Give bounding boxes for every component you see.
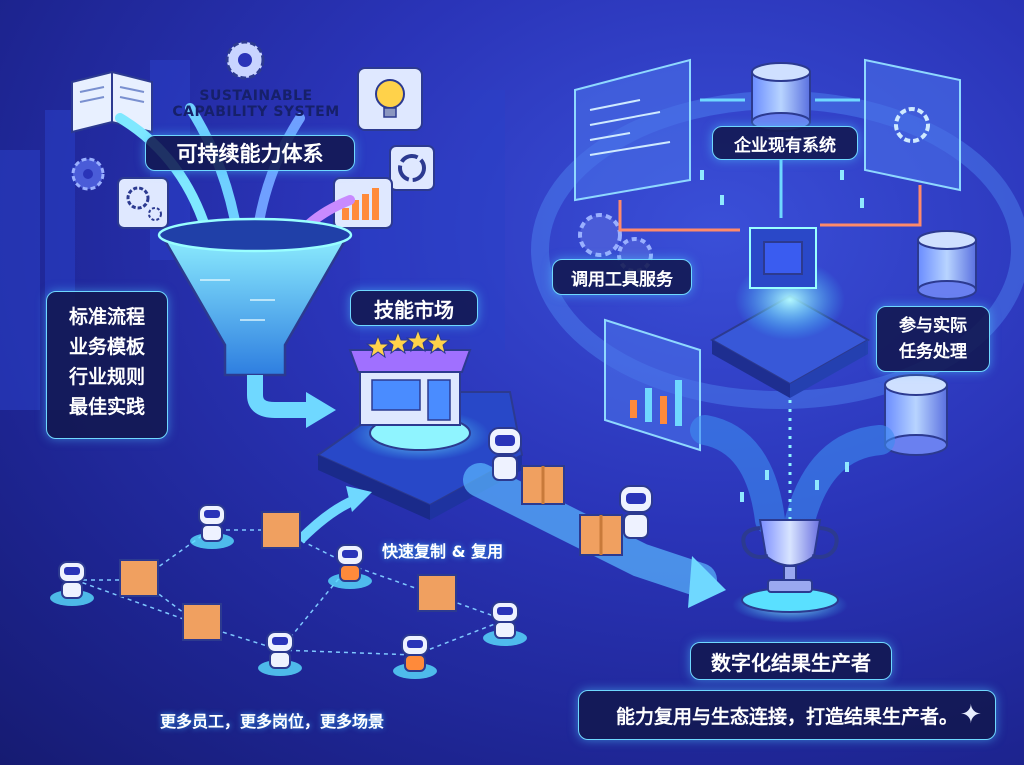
network-to-market-arrowhead	[346, 486, 372, 512]
gears-card-icon	[117, 177, 169, 229]
footer-tagline: 能力复用与生态连接，打造结果生产者。	[578, 690, 996, 740]
funnel-items-list: 标准流程 业务模板 行业规则 最佳实践	[46, 291, 168, 439]
funnel	[157, 217, 353, 377]
funnel-item: 业务模板	[68, 336, 145, 358]
database-icon	[917, 230, 977, 300]
database-icon	[884, 374, 948, 456]
funnel-title: 可持续能力体系	[145, 135, 355, 171]
skill-market-title: 技能市场	[350, 290, 478, 326]
cargo-box-icon	[579, 514, 623, 556]
cargo-box-icon	[521, 465, 565, 505]
bar-chart-screen-panel	[604, 318, 701, 452]
existing-systems-label: 企业现有系统	[712, 126, 858, 160]
cargo-box-icon	[182, 603, 222, 641]
funnel-output-arrow	[247, 375, 310, 418]
copy-reuse-label: 快速复制 & 复用	[382, 542, 504, 561]
robot-icon	[488, 427, 522, 481]
network-robot-node	[483, 601, 527, 646]
storefront-icon	[348, 349, 472, 426]
book-icon	[71, 70, 153, 134]
gear-icon	[225, 40, 265, 80]
funnel-item: 标准流程	[68, 306, 145, 328]
gear-icon	[71, 157, 105, 191]
conveyor-arrowhead	[688, 556, 726, 608]
code-screen-panel	[574, 58, 691, 202]
call-tools-label: 调用工具服务	[552, 259, 692, 295]
cargo-box-icon	[119, 559, 159, 597]
network-robot-node	[393, 634, 437, 679]
data-pipelines	[690, 415, 895, 535]
funnel-item: 最佳实践	[68, 396, 145, 418]
task-processing-label: 参与实际 任务处理	[876, 306, 990, 372]
result-producer-title: 数字化结果生产者	[690, 642, 892, 680]
network-robot-node	[328, 544, 372, 589]
data-particles	[700, 170, 864, 502]
hub-connectors	[618, 98, 922, 232]
funnel-item: 行业规则	[68, 366, 145, 388]
central-hub-chip	[709, 227, 871, 398]
funnel-title-english: SUSTAINABLE CAPABILITY SYSTEM	[172, 88, 340, 121]
network-robot-node	[258, 631, 302, 676]
settings-screen-panel	[864, 58, 961, 192]
funnel-output-arrowhead	[306, 392, 336, 428]
network-robot-node	[190, 504, 234, 549]
network-robot-node	[50, 561, 94, 606]
lightbulb-card-icon	[357, 67, 423, 131]
rating-stars	[365, 328, 451, 359]
sparkle-icon: ✦	[960, 700, 982, 730]
pie-chart-card-icon	[389, 145, 435, 191]
trophy-icon	[732, 519, 848, 623]
cargo-box-icon	[261, 511, 301, 549]
database-icon	[751, 62, 811, 132]
network-caption: 更多员工，更多岗位，更多场景	[160, 712, 385, 731]
cargo-box-icon	[417, 574, 457, 612]
network-to-market-arrow	[296, 495, 357, 544]
robot-icon	[619, 485, 653, 539]
